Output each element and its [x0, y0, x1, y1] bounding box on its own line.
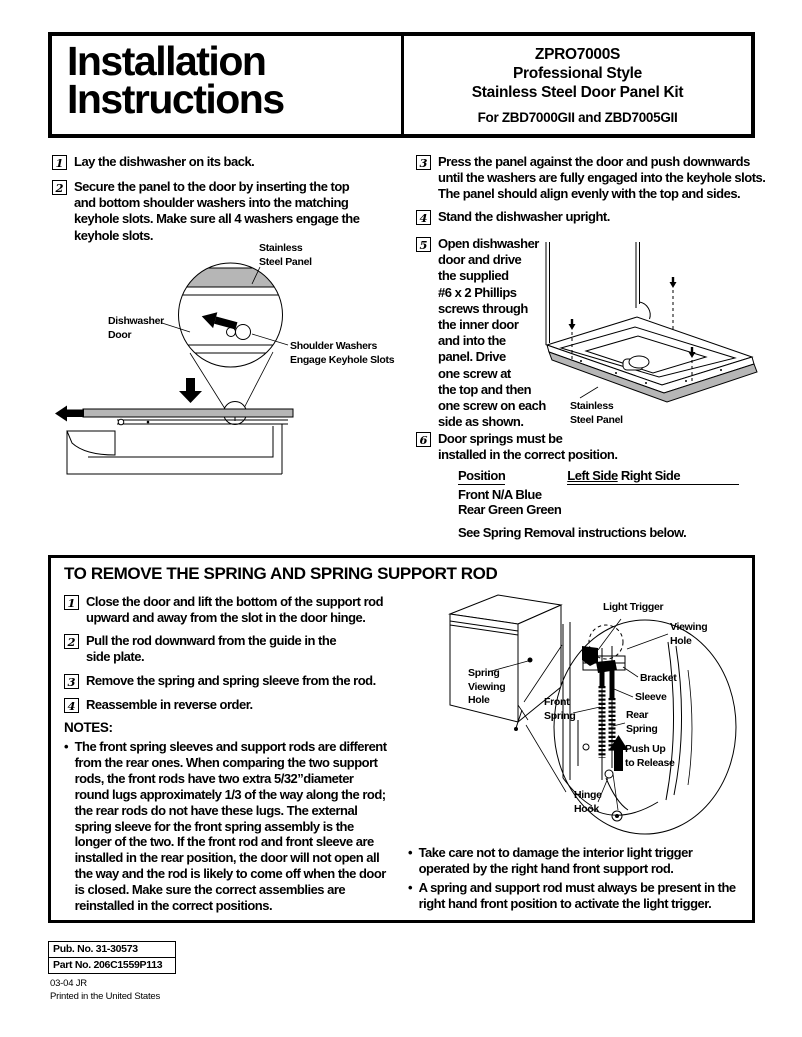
spring-step-2: 2 Pull the rod downward from the guide i… — [64, 633, 419, 665]
spring-removal-diagram — [440, 590, 752, 842]
step-text: Pull the rod downward from the guide in … — [86, 633, 337, 665]
step-number: 3 — [416, 155, 431, 170]
viewing-hole-dot — [527, 657, 533, 663]
step-text: Lay the dishwasher on its back. — [74, 154, 255, 169]
step-number: 5 — [416, 237, 431, 252]
stainless-steel-panel-label: Stainless Steel Panel — [570, 400, 623, 426]
step-number: 2 — [52, 180, 67, 195]
bullet-icon: • — [408, 845, 413, 860]
pub-number: Pub. No. 31-30573 — [53, 943, 138, 955]
compat-models: For ZBD7000GII and ZBD7005GII — [477, 110, 678, 125]
shoulder-washers-label: Shoulder Washers Engage Keyhole Slots — [290, 340, 395, 366]
step-number: 4 — [64, 698, 79, 713]
caution-bullet-1: • Take care not to damage the interior l… — [408, 845, 753, 877]
row-left: Green — [488, 501, 524, 517]
step-1: 1 Lay the dishwasher on its back. — [52, 154, 397, 170]
spring-removal-section: TO REMOVE THE SPRING AND SPRING SUPPORT … — [48, 555, 755, 923]
stainless-steel-panel-label: Stainless Steel Panel — [259, 242, 312, 268]
insert-arrow-icon — [201, 312, 238, 330]
table-row: Front N/A Blue — [458, 487, 739, 503]
kit-name: Stainless Steel Door Panel Kit — [471, 84, 684, 101]
bullet-text: A spring and support rod must always be … — [418, 880, 737, 912]
model-number: ZPRO7000S — [534, 46, 621, 63]
part-number: Part No. 206C1559P113 — [53, 958, 163, 971]
slide-left-arrow-icon — [55, 405, 84, 422]
table-header-position: Position — [458, 468, 506, 485]
step-number: 2 — [64, 634, 79, 649]
step-4: 4 Stand the dishwasher upright. — [416, 209, 766, 225]
panel-attachment-diagram — [55, 236, 400, 481]
caution-bullet-2: • A spring and support rod must always b… — [408, 880, 753, 912]
note-text: The front spring sleeves and support rod… — [74, 739, 388, 914]
screw-icon — [688, 347, 696, 382]
step-text: Close the door and lift the bottom of th… — [86, 594, 384, 626]
row-position: Rear — [458, 501, 485, 517]
spring-position-table: Position Left Side Right Side Front N/A … — [458, 468, 740, 518]
light-trigger-label: Light Trigger — [603, 601, 664, 613]
step-number: 6 — [416, 432, 431, 447]
screw-icon — [669, 277, 677, 332]
table-header-left: Left Side — [567, 468, 618, 483]
step-number: 3 — [64, 674, 79, 689]
step-text: Secure the panel to the door by insertin… — [74, 179, 360, 243]
table-row: Rear Green Green — [458, 501, 739, 518]
step-text: Door springs must be installed in the co… — [438, 431, 618, 463]
row-position: Front — [458, 487, 489, 502]
section-title: TO REMOVE THE SPRING AND SPRING SUPPORT … — [64, 564, 498, 583]
printed-in: Printed in the United States — [50, 991, 161, 1002]
dishwasher-door-label: Dishwasher Door — [108, 315, 164, 341]
screw-icon — [568, 319, 576, 360]
header-title-cell: Installation Instructions — [52, 36, 404, 134]
page-title: Installation Instructions — [67, 38, 285, 122]
spring-step-1: 1 Close the door and lift the bottom of … — [64, 594, 419, 626]
push-up-arrow-icon — [609, 735, 628, 771]
date-code: 03-04 JR — [50, 978, 87, 989]
step-number: 4 — [416, 210, 431, 225]
step-text: Open dishwasher door and drive the suppl… — [438, 236, 546, 430]
front-spring-label: Front Spring — [544, 696, 576, 722]
notes-title: NOTES: — [64, 720, 113, 735]
step-number: 1 — [64, 595, 79, 610]
part-number-box: Part No. 206C1559P113 — [48, 956, 176, 974]
step-5: 5 Open dishwasher door and drive the sup… — [416, 236, 576, 430]
bracket-label: Bracket — [640, 672, 677, 684]
bullet-icon: • — [408, 880, 413, 895]
sleeve-label: Sleeve — [635, 691, 667, 703]
screw-installation-diagram — [536, 242, 762, 442]
step-3: 3 Press the panel against the door and p… — [416, 154, 766, 203]
step-2: 2 Secure the panel to the door by insert… — [52, 179, 397, 244]
spring-viewing-hole-label: Spring Viewing Hole — [468, 667, 506, 707]
step-text: Press the panel against the door and pus… — [438, 154, 766, 202]
row-left: N/A — [491, 487, 513, 502]
step-text: Reassemble in reverse order. — [86, 697, 253, 712]
step-text: Remove the spring and spring sleeve from… — [86, 673, 376, 688]
push-down-arrow-icon — [179, 378, 202, 403]
magnifier-circle — [179, 263, 283, 367]
header-box: Installation Instructions ZPRO7000S Prof… — [48, 32, 755, 138]
viewing-hole-outline — [589, 625, 623, 659]
bullet-icon: • — [64, 739, 69, 754]
viewing-hole-label: Viewing Hole — [670, 621, 708, 647]
model-style: Professional Style — [513, 65, 642, 82]
step-text: Stand the dishwasher upright. — [438, 209, 610, 224]
row-right: Green — [526, 501, 562, 517]
pub-number-box: Pub. No. 31-30573 — [48, 941, 176, 958]
notes-bullet: • The front spring sleeves and support r… — [64, 739, 432, 914]
table-header-right: Right Side — [620, 468, 681, 483]
table-header-sides: Left Side Right Side — [567, 468, 740, 485]
step-6: 6 Door springs must be installed in the … — [416, 431, 761, 463]
spring-step-4: 4 Reassemble in reverse order. — [64, 697, 419, 713]
row-right: Blue — [515, 487, 542, 502]
hinge-hook-label: Hinge Hook — [574, 789, 602, 815]
header-model-cell: ZPRO7000S Professional Style Stainless S… — [404, 36, 751, 134]
spring-step-3: 3 Remove the spring and spring sleeve fr… — [64, 673, 419, 689]
rear-spring-label: Rear Spring — [626, 709, 658, 735]
step-number: 1 — [52, 155, 67, 170]
bullet-text: Take care not to damage the interior lig… — [418, 845, 693, 877]
push-up-label: Push Up to Release — [625, 743, 675, 769]
see-note: See Spring Removal instructions below. — [458, 525, 687, 540]
